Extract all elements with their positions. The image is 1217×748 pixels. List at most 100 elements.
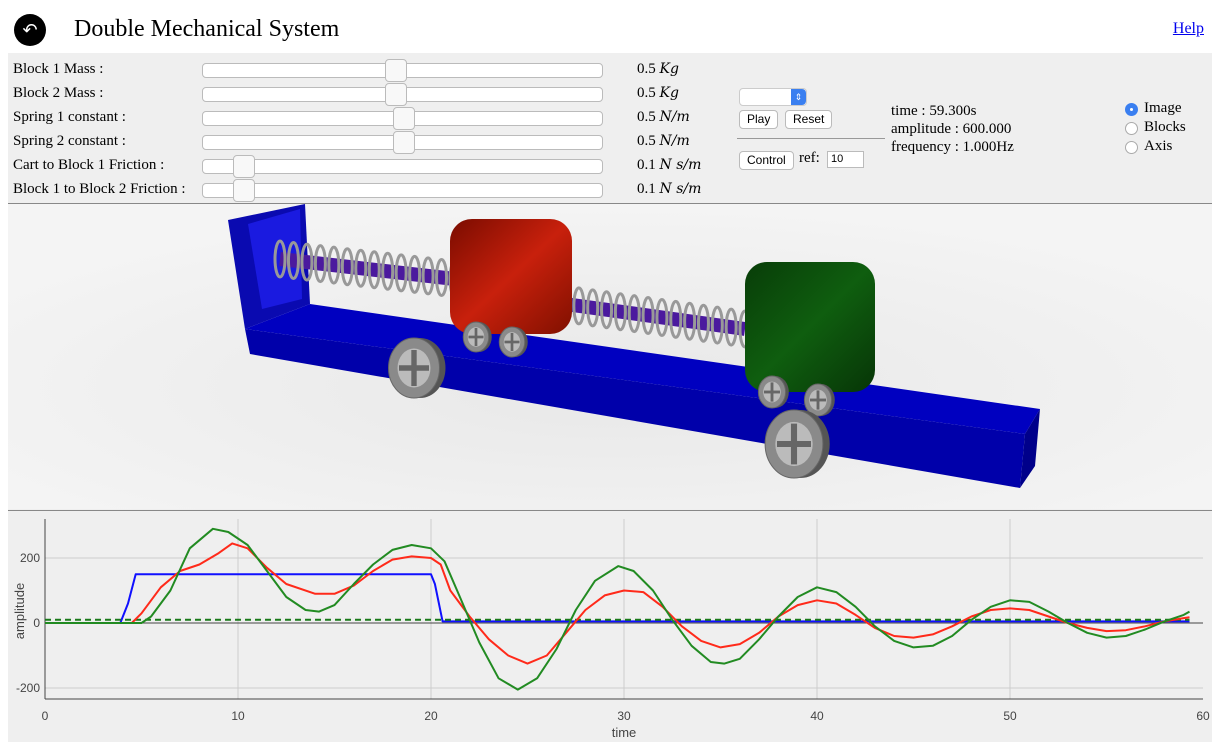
spring-coil <box>273 239 287 279</box>
y-tick-label: 200 <box>20 551 40 565</box>
series-input-line <box>45 573 1190 624</box>
x-axis-label: time <box>612 725 637 740</box>
spring-rod <box>279 252 456 286</box>
wheel-icon <box>462 321 492 353</box>
slider-value: 0.5 Kg <box>637 61 679 77</box>
spring-coil <box>313 244 327 284</box>
spring-coil <box>421 256 435 296</box>
amplitude-readout: amplitude : 600.000 <box>891 121 1012 137</box>
slider-thumb[interactable] <box>232 155 255 178</box>
spring-coil <box>354 248 368 288</box>
wheel-icon <box>757 375 789 409</box>
spring-coil <box>641 296 655 336</box>
slider-label: Block 2 Mass : <box>13 85 104 101</box>
spring-rod <box>564 297 746 336</box>
spring-coil <box>381 251 395 291</box>
spring-coil <box>710 305 724 345</box>
slider-label: Spring 1 constant : <box>13 109 126 125</box>
spring-coil <box>367 250 381 290</box>
slider-label: Block 1 Mass : <box>13 61 104 77</box>
view-radio-blocks[interactable] <box>1125 122 1138 135</box>
page-title: Double Mechanical System <box>74 16 340 42</box>
parameter-slider[interactable] <box>202 107 603 130</box>
reset-button[interactable]: Reset <box>785 110 833 129</box>
springs <box>273 239 752 349</box>
spring-coil <box>683 301 697 341</box>
wheel-icon <box>803 383 835 417</box>
spring-coil <box>435 257 449 297</box>
spring-coil <box>340 247 354 287</box>
parameter-slider[interactable] <box>202 131 603 154</box>
back-button[interactable]: ↶ <box>14 14 46 46</box>
y-tick-label: -200 <box>16 681 40 695</box>
view-radio-label: Blocks <box>1144 119 1186 135</box>
play-button[interactable]: Play <box>739 110 779 129</box>
slider-label: Cart to Block 1 Friction : <box>13 157 165 173</box>
slider-value: 0.5 N/m <box>637 133 690 149</box>
time-readout: time : 59.300s <box>891 103 977 119</box>
view-radio-label: Image <box>1144 100 1182 116</box>
view-radio-axis[interactable] <box>1125 141 1138 154</box>
block-1 <box>450 219 572 334</box>
spring-coil <box>327 245 341 285</box>
x-tick-label: 40 <box>810 709 824 723</box>
slider-thumb[interactable] <box>392 131 415 154</box>
y-tick-label: 0 <box>33 616 40 630</box>
spring-coil <box>613 292 627 332</box>
x-tick-label: 60 <box>1196 709 1210 723</box>
spring-coil <box>600 290 614 330</box>
wheel-icon <box>764 409 830 479</box>
slider-value: 0.1 N s/m <box>637 157 702 173</box>
block-2 <box>745 262 875 392</box>
series-block2-line <box>45 527 1190 691</box>
spring-coil <box>586 288 600 328</box>
parameter-slider[interactable] <box>202 179 603 202</box>
y-axis-label: amplitude <box>12 583 27 639</box>
slider-thumb[interactable] <box>232 179 255 202</box>
view-radio-image[interactable] <box>1125 103 1138 116</box>
spring-coil <box>286 241 300 281</box>
wheel-icon <box>388 337 446 399</box>
frequency-readout: frequency : 1.000Hz <box>891 139 1014 155</box>
slider-thumb[interactable] <box>384 59 407 82</box>
spring-coil <box>696 303 710 343</box>
3d-scene[interactable] <box>0 204 1217 509</box>
spring-coil <box>572 286 586 326</box>
spring-coil <box>669 299 683 339</box>
slider-thumb[interactable] <box>384 83 407 106</box>
x-tick-label: 50 <box>1003 709 1017 723</box>
ref-input[interactable]: 10 <box>827 151 864 168</box>
slider-value: 0.5 N/m <box>637 109 690 125</box>
wheel-icon <box>498 326 528 358</box>
control-button[interactable]: Control <box>739 151 794 170</box>
slider-value: 0.1 N s/m <box>637 181 702 197</box>
spring-coil <box>724 307 738 347</box>
ref-label: ref: <box>799 150 820 166</box>
x-tick-label: 30 <box>617 709 631 723</box>
parameter-slider[interactable] <box>202 59 603 82</box>
undo-arrow-icon: ↶ <box>22 19 38 41</box>
view-radio-label: Axis <box>1144 138 1173 154</box>
wheels <box>388 321 835 479</box>
spring-coil <box>627 294 641 334</box>
spring-coil <box>394 253 408 293</box>
slider-value: 0.5 Kg <box>637 85 679 101</box>
parameter-slider[interactable] <box>202 155 603 178</box>
slider-thumb[interactable] <box>392 107 415 130</box>
mode-select[interactable]: ⇕ <box>739 88 807 106</box>
parameter-slider[interactable] <box>202 83 603 106</box>
spring-coil <box>655 297 669 337</box>
spring-coil <box>300 242 314 282</box>
spring-coil <box>408 254 422 294</box>
divider <box>8 203 1212 204</box>
divider <box>737 138 885 139</box>
x-tick-label: 10 <box>231 709 245 723</box>
x-tick-label: 20 <box>424 709 438 723</box>
help-link[interactable]: Help <box>1172 20 1204 37</box>
select-chevron-icon: ⇕ <box>791 89 806 105</box>
slider-label: Spring 2 constant : <box>13 133 126 149</box>
slider-label: Block 1 to Block 2 Friction : <box>13 181 186 197</box>
divider <box>8 510 1212 511</box>
series-block1-line <box>45 542 1190 665</box>
